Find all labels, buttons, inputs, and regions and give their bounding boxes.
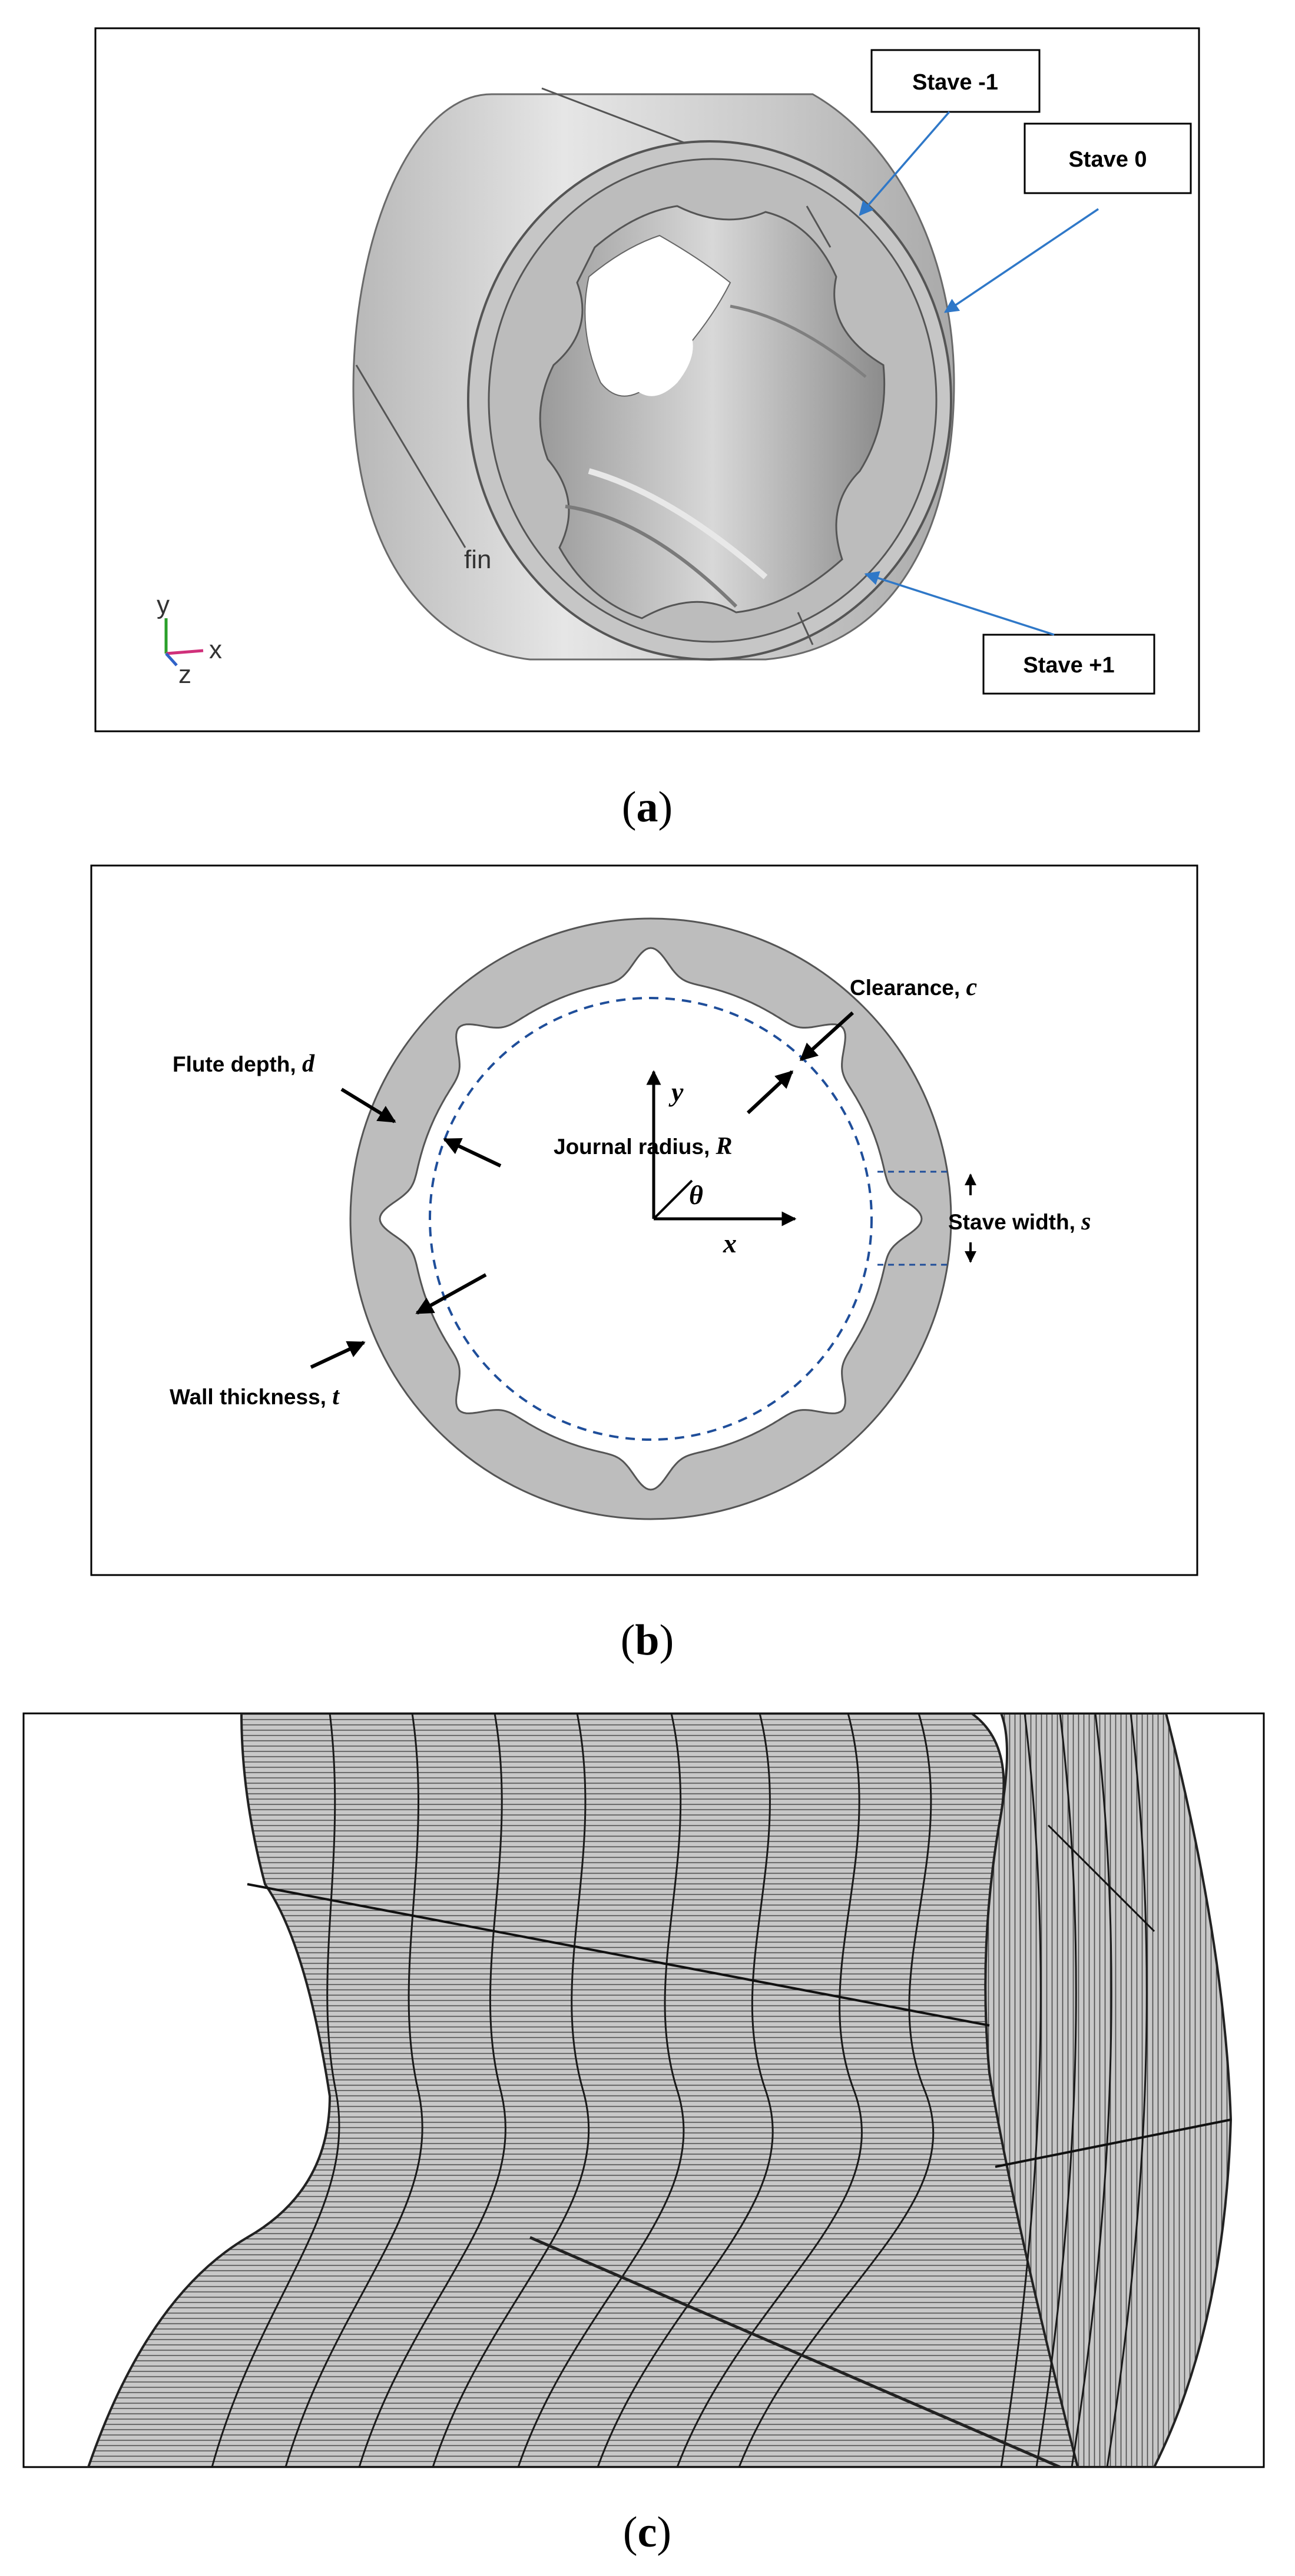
- mesh-edge-line: [1035, 1713, 1077, 2467]
- stave-minus1-label: Stave -1: [912, 70, 998, 95]
- fluted-bore: [379, 947, 923, 1491]
- panel-b-cross-section: y x θ Clearance, c Flute depth, d Journa…: [90, 864, 1198, 1576]
- mesh-edge-line: [738, 1713, 935, 2467]
- bearing-3d-model: [352, 87, 955, 661]
- mesh-edge-line: [1000, 1713, 1042, 2467]
- mesh-element-edges: [211, 1713, 1148, 2467]
- mesh-edge-line: [358, 1713, 506, 2467]
- callout-stave-minus1: Stave -1: [859, 49, 1041, 216]
- mesh-edge-line: [597, 1713, 774, 2467]
- mesh-edge-line: [1071, 1713, 1112, 2467]
- axis-y-label: y: [668, 1077, 684, 1107]
- panel-a-3d-bearing: fin y x z Stave -1 Stave 0 Stave +1: [94, 27, 1200, 732]
- mesh-edge-line: [432, 1713, 590, 2467]
- angle-label: θ: [689, 1180, 703, 1210]
- panel-c-mesh-detail: [22, 1712, 1265, 2468]
- journal-radius-label: Journal radius, R: [554, 1133, 733, 1160]
- coordinate-triad: y x z: [157, 591, 222, 689]
- triad-z-label: z: [178, 660, 191, 689]
- triad-x-label: x: [209, 635, 222, 664]
- section-axes: y x θ: [646, 1070, 797, 1258]
- mesh-edge-line: [517, 1713, 685, 2467]
- panel-b-caption: (b): [621, 1616, 674, 1665]
- mesh-edge-line: [211, 1713, 340, 2467]
- callout-stave-plus1: Stave +1: [864, 571, 1155, 695]
- mesh-edge-line: [284, 1713, 423, 2467]
- triad-y-label: y: [157, 591, 170, 619]
- callout-stave-0: Stave 0: [943, 122, 1192, 313]
- flute-depth-label: Flute depth, d: [173, 1050, 315, 1078]
- fin-label: fin: [464, 545, 491, 574]
- stave-plus1-label: Stave +1: [1023, 653, 1114, 678]
- panel-c-caption: (c): [623, 2508, 671, 2557]
- journal-circle: [429, 997, 873, 1441]
- clearance-label: Clearance, c: [850, 974, 977, 1001]
- stave-width-label: Stave width, s: [948, 1208, 1091, 1235]
- panel-a-caption: (a): [622, 783, 673, 831]
- axis-x-label: x: [723, 1228, 737, 1258]
- mesh-edge-line: [1106, 1713, 1148, 2467]
- mesh-shell-band: [984, 1713, 1233, 2467]
- mesh-edge-line: [676, 1713, 863, 2467]
- wall-thickness-label: Wall thickness, t: [170, 1383, 340, 1410]
- stave-0-label: Stave 0: [1068, 147, 1147, 172]
